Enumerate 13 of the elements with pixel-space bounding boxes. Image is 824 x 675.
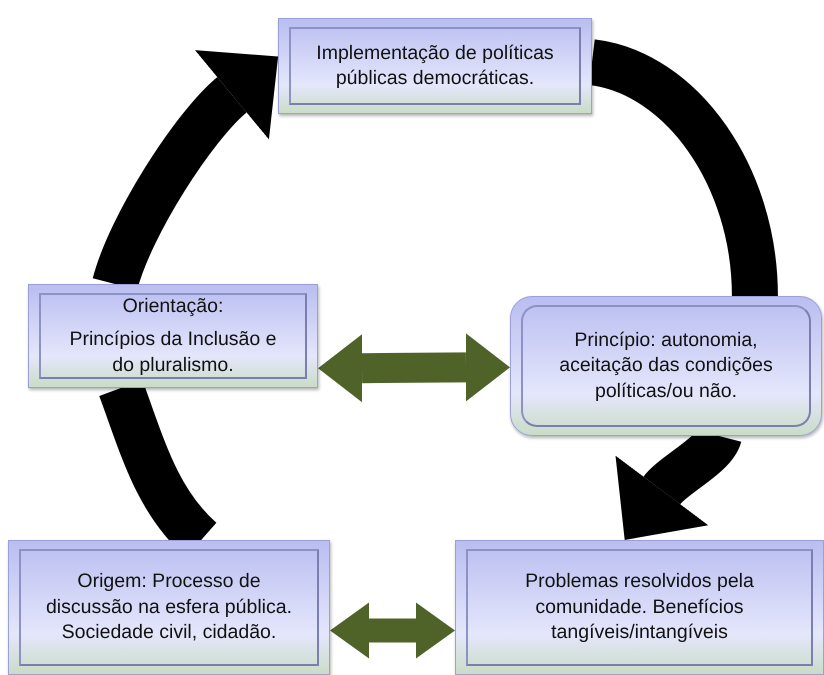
process-box bbox=[278, 18, 592, 114]
box-text: Problemas resolvidos pela comunidade. Benefícios tangíveis/intangíveis bbox=[524, 569, 755, 646]
double-arrow bbox=[318, 333, 510, 402]
double-arrow bbox=[330, 602, 455, 658]
box-text: Princípios da Inclusão e do pluralismo. bbox=[68, 327, 278, 378]
process-box bbox=[510, 296, 822, 436]
process-box bbox=[8, 540, 330, 675]
box-text: Princípio: autonomia, aceitação das condições políticas/ou não. bbox=[558, 328, 774, 404]
box-text: Origem: Processo de discussão na esfera pública. Sociedade civil, cidadão. bbox=[45, 569, 293, 646]
process-box bbox=[28, 284, 318, 388]
box-text: Implementação de políticas públicas democráticas. bbox=[315, 40, 555, 91]
process-box bbox=[455, 540, 824, 675]
box-heading: Orientação: bbox=[122, 294, 224, 319]
